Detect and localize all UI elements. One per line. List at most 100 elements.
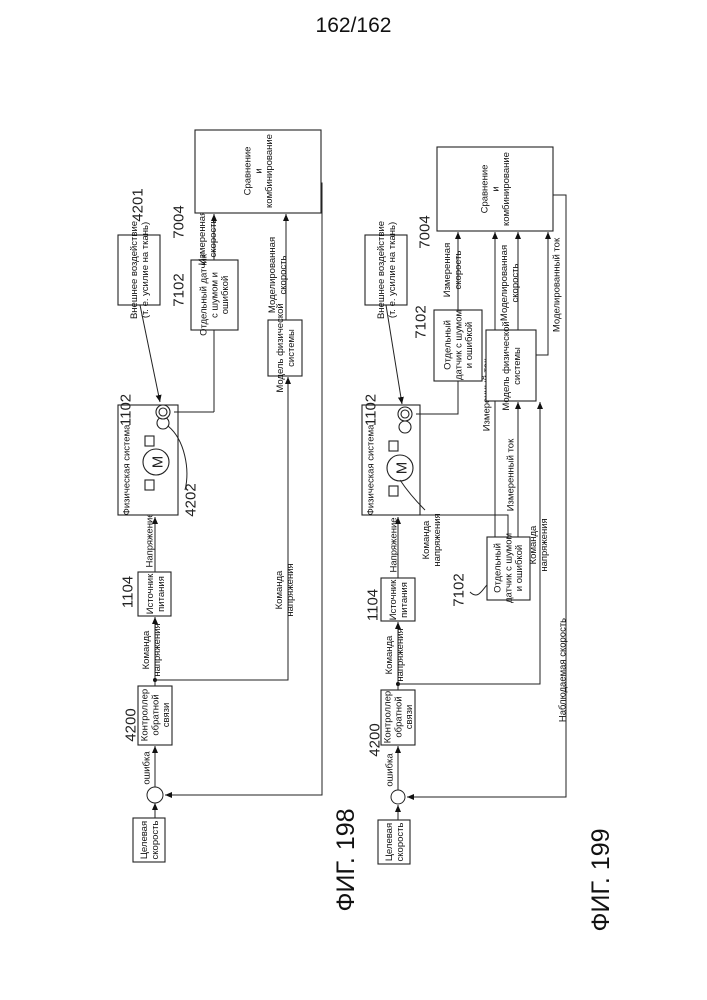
text-line: Команда xyxy=(421,520,432,559)
summing-junction xyxy=(147,787,163,803)
text-line: Измеренная xyxy=(197,211,208,266)
motor-mount xyxy=(389,486,398,496)
text-line: Физическая система xyxy=(365,424,376,515)
text-line: Напряжение xyxy=(144,512,155,567)
text-line: обратной xyxy=(150,694,161,735)
text-line: Сравнение xyxy=(479,165,490,214)
text-line: и ошибкой xyxy=(514,545,525,591)
text-line: Контроллер xyxy=(139,689,150,741)
external-force-label: Внешнее воздействие(т. е. усилие на ткан… xyxy=(129,221,151,319)
error-label: ошибка xyxy=(141,751,152,785)
motor-label: M xyxy=(149,456,166,469)
ref-1104: 1104 xyxy=(119,576,136,608)
text-line: напряжения xyxy=(539,518,550,571)
text-line: с шумом и xyxy=(209,272,220,318)
text-line: 1104 xyxy=(119,576,136,608)
text-line: (т. е. усилие на ткань) xyxy=(387,222,398,318)
observed-speed-label: Наблюдаемая скорость xyxy=(557,618,568,722)
text-line: Физическая система xyxy=(121,424,132,515)
motor-label: M xyxy=(393,462,410,475)
ref-4202: 4202 xyxy=(182,483,199,516)
modeled-speed-label: Моделированнаяскорость xyxy=(499,245,521,321)
text-line: системы xyxy=(286,329,297,367)
text-line: Внешнее воздействие xyxy=(376,221,387,319)
ref-1102: 1102 xyxy=(362,394,379,426)
voltage-command-side-label: Команданапряжения xyxy=(421,513,443,566)
text-line: 4201 xyxy=(129,188,146,221)
text-line: системы xyxy=(512,347,523,385)
connector xyxy=(416,381,458,414)
text-line: обратной xyxy=(393,696,404,737)
voltage-command-label: Команданапряжения xyxy=(141,623,163,676)
text-line: Моделированный ток xyxy=(551,237,562,332)
text-line: ошибкой xyxy=(220,276,231,315)
summing-junction xyxy=(391,790,405,804)
text-line: 4202 xyxy=(182,483,199,516)
text-line: скорость xyxy=(453,250,464,289)
text-line: комбинирование xyxy=(501,152,512,226)
text-line: и xyxy=(253,168,264,173)
text-line: скорость xyxy=(150,820,161,859)
text-line: Сравнение xyxy=(242,147,253,196)
text-line: 7102 xyxy=(170,273,187,306)
ref-7102: 7102 xyxy=(412,305,429,338)
text-line: 7004 xyxy=(170,205,187,238)
text-line: ошибка xyxy=(141,751,152,785)
text-line: 7004 xyxy=(416,215,433,248)
text-line: 1104 xyxy=(364,589,381,621)
text-line: скорость xyxy=(510,263,521,302)
text-line: скорость xyxy=(278,255,289,294)
ref-4201: 4201 xyxy=(129,188,146,221)
ref-7004: 7004 xyxy=(416,215,433,248)
physical-system-label: Физическая система xyxy=(365,424,376,515)
text-line: скорость xyxy=(395,822,406,861)
text-line: (т. е. усилие на ткань) xyxy=(140,222,151,318)
motor-mount xyxy=(145,480,154,490)
ref-4200: 4200 xyxy=(122,708,139,741)
motor-mount xyxy=(389,441,398,451)
text-line: ошибка xyxy=(384,753,395,787)
measured-speed-label: Измереннаяскорость xyxy=(197,211,219,266)
external-force-label: Внешнее воздействие(т. е. усилие на ткан… xyxy=(376,221,398,319)
text-line: 1102 xyxy=(117,394,134,426)
text-line: Моделированная xyxy=(499,245,510,321)
text-line: Команда xyxy=(528,525,539,564)
text-line: Измеренная xyxy=(442,243,453,298)
text-line: Источник xyxy=(388,579,399,620)
motor-mount xyxy=(145,436,154,446)
voltage-command-label-2: Команданапряжения xyxy=(274,563,296,616)
text-line: 1102 xyxy=(362,394,379,426)
leader-line xyxy=(470,585,487,595)
power-source-label: Источникпитания xyxy=(145,573,167,614)
text-line: Модель физической xyxy=(501,321,512,410)
target-speed-label: Целеваяскорость xyxy=(139,820,161,859)
ref-1102: 1102 xyxy=(117,394,134,426)
voltage-label: Напряжение xyxy=(388,517,399,572)
ref-7102: 7102 xyxy=(170,273,187,306)
voltage-command-label-2: Команданапряжения xyxy=(528,518,550,571)
text-line: M xyxy=(393,462,410,475)
arrow xyxy=(386,305,402,404)
figure-title: ФИГ. 198 xyxy=(332,808,360,911)
text-line: Целевая xyxy=(384,823,395,861)
ref-7004: 7004 xyxy=(170,205,187,238)
text-line: Отдельный xyxy=(492,543,503,593)
text-line: Источник xyxy=(145,573,156,614)
text-line: и xyxy=(490,186,501,191)
voltage-label: Напряжение xyxy=(144,512,155,567)
figure-198: Целеваяскорость ошибка 4200 Контроллероб… xyxy=(117,130,360,912)
text-line: ФИГ. 199 xyxy=(587,828,615,931)
text-line: Целевая xyxy=(139,821,150,859)
text-line: и ошибкой xyxy=(464,322,475,368)
text-line: Внешнее воздействие xyxy=(129,221,140,319)
modeled-current-label: Моделированный ток xyxy=(551,237,562,332)
text-line: связи xyxy=(161,703,172,728)
arrow xyxy=(140,305,160,402)
text-line: 7102 xyxy=(412,305,429,338)
text-line: Измеренный ток xyxy=(505,438,516,511)
text-line: Команда xyxy=(384,635,395,674)
text-line: Команда xyxy=(141,630,152,669)
text-line: датчик с шумом xyxy=(503,533,514,603)
gear-icon xyxy=(401,410,409,418)
